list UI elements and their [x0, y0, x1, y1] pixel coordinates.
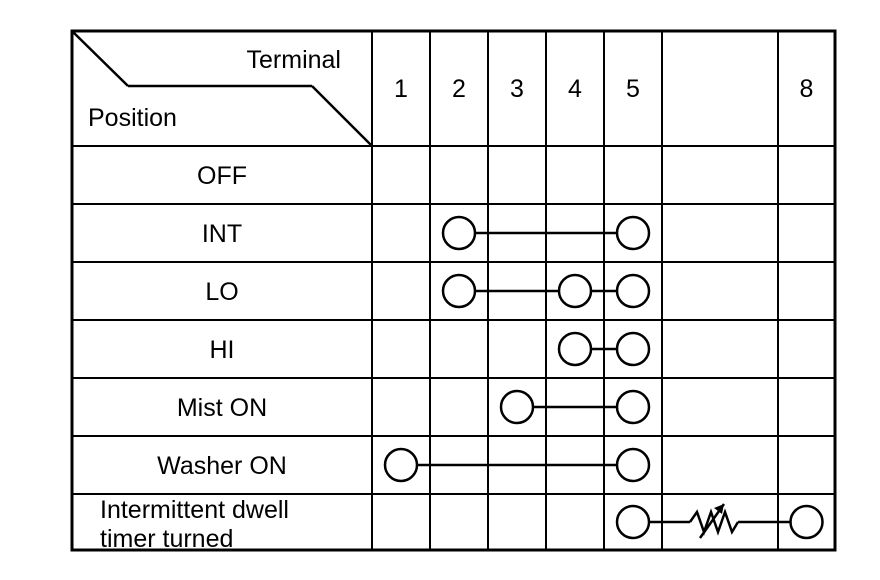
- position-label-line: Intermittent dwell: [100, 496, 289, 524]
- terminal-connection-circle: [557, 331, 593, 367]
- table-border: [70, 29, 837, 552]
- terminal-connection-circle: [615, 215, 651, 251]
- position-labels: OFF INT LO HI Mist ON Washer ON Intermittent d…: [100, 162, 289, 553]
- terminal-number: 3: [510, 75, 524, 103]
- position-label: LO: [205, 278, 238, 306]
- position-label: Washer ON: [157, 452, 287, 480]
- position-label-line: timer turned: [100, 525, 233, 553]
- terminal-connection-circle: [615, 389, 651, 425]
- terminal-number: 2: [452, 75, 466, 103]
- terminal-connection-circle: [615, 504, 651, 540]
- connections: [383, 215, 824, 540]
- resistor-zigzag: [688, 508, 740, 536]
- terminal-number: 8: [800, 75, 814, 103]
- position-label: INT: [202, 220, 242, 248]
- header-diagonal-right: [311, 85, 373, 147]
- table-grid: [70, 29, 837, 552]
- terminal-number: 5: [626, 75, 640, 103]
- terminal-number: 1: [394, 75, 408, 103]
- variable-arrow-head: [714, 504, 724, 514]
- terminal-connection-circle: [441, 215, 477, 251]
- terminal-connection-circle: [615, 447, 651, 483]
- terminal-number: 4: [568, 75, 582, 103]
- terminal-connection-circle: [499, 389, 535, 425]
- position-label: HI: [210, 336, 235, 364]
- table-header: Terminal Position: [71, 30, 373, 147]
- header-diagonal-left: [71, 30, 129, 87]
- terminal-numbers: 1 2 3 4 5 8: [394, 75, 813, 103]
- terminal-connection-circle: [789, 504, 824, 540]
- terminal-connection-circle: [383, 447, 419, 483]
- terminal-connection-circle: [557, 273, 593, 309]
- position-label: OFF: [197, 162, 247, 190]
- terminal-label: Terminal: [247, 46, 341, 74]
- position-label: Mist ON: [177, 394, 267, 422]
- terminal-connection-circle: [615, 273, 651, 309]
- terminal-connection-circle: [441, 273, 477, 309]
- terminal-connection-circle: [615, 331, 651, 367]
- position-label: Position: [88, 104, 177, 132]
